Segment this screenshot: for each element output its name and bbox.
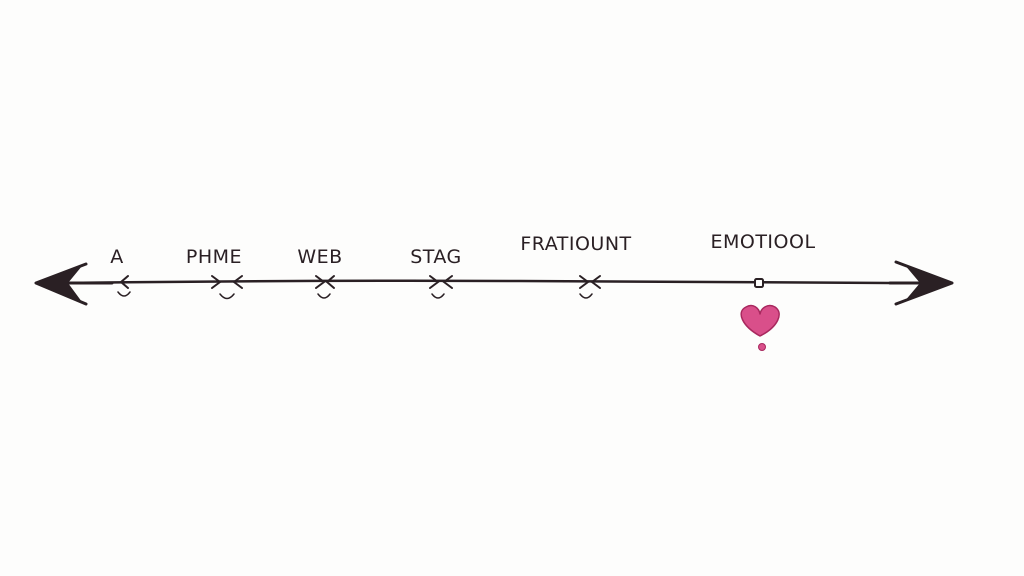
stage-label-1: A (110, 246, 124, 268)
stage-label-2: PHME (186, 246, 242, 268)
stage-label-6: EMOTIOOL (710, 231, 815, 253)
stage-marker-2 (211, 275, 243, 300)
stage-label-3: WEB (297, 246, 342, 268)
stage-marker-5 (579, 275, 601, 299)
stage-marker-4 (429, 275, 453, 299)
stage-label-5: FRATIOUNT (520, 233, 631, 255)
arrowhead-right-icon (888, 260, 954, 306)
stage-label-4: STAG (410, 246, 462, 268)
stage-marker-3 (315, 275, 335, 299)
timeline-line (58, 279, 902, 285)
stage-marker-1 (117, 275, 131, 297)
heart-icon (740, 304, 780, 351)
stage-marker-6 (754, 278, 764, 288)
arrowhead-left-icon (34, 262, 114, 306)
